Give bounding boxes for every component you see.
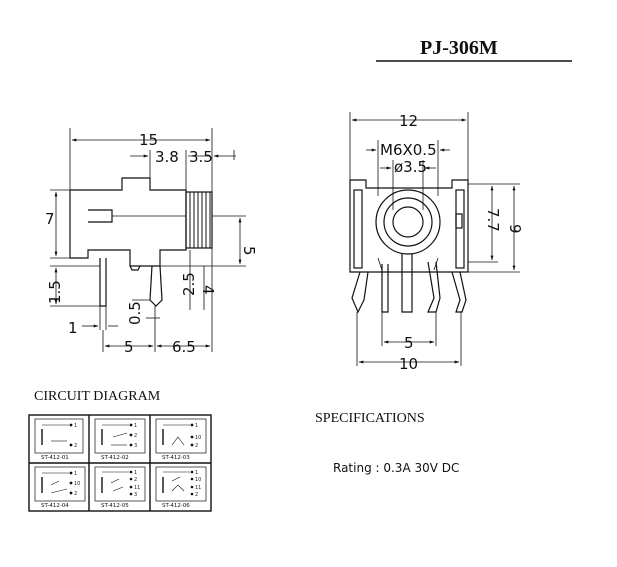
circuit-grid (28, 414, 212, 512)
svg-text:10: 10 (195, 435, 201, 441)
svg-text:1: 1 (195, 470, 198, 476)
front-view-dimension-labels: 12 M6X0.5 ø3.5 7.7 9 5 10 (380, 112, 524, 373)
front-pin-4 (427, 261, 441, 313)
svg-text:11: 11 (134, 485, 140, 491)
dim-2-5: 2.5 (180, 272, 198, 296)
front-body (349, 179, 469, 273)
side-view (69, 177, 213, 307)
circuit-cell-1: 1 2 ST-412-01 (34, 418, 84, 461)
dim-3-8: 3.8 (155, 148, 179, 166)
side-body (69, 177, 187, 267)
bore-circle (392, 206, 424, 238)
dim-1: 1 (68, 319, 78, 337)
front-pin-5 (451, 271, 467, 313)
circuit-cell-4: 1 10 2 ST-412-04 (34, 466, 86, 509)
dim-10: 10 (399, 355, 418, 373)
side-pin-right (149, 265, 163, 307)
thread-lines (189, 192, 211, 248)
circuit-cell-3: 1 10 2 ST-412-03 (155, 418, 207, 461)
circuit-cell-5: 1 2 11 3 ST-412-05 (94, 466, 146, 509)
svg-text:3: 3 (134, 492, 137, 498)
dim-5-right: 5 (240, 246, 258, 256)
dim-3-5: 3.5 (189, 148, 213, 166)
circuit-cell-6: 1 10 11 2 ST-412-06 (155, 466, 207, 509)
dim-7: 7 (45, 210, 55, 228)
dim-7-7: 7.7 (484, 208, 502, 232)
dim-5-front: 5 (404, 334, 414, 352)
dim-pitch-5: 5 (124, 338, 134, 356)
svg-text:1: 1 (74, 471, 77, 477)
circuit-code-2: ST-412-02 (101, 455, 129, 461)
circuit-code-5: ST-412-05 (101, 503, 129, 509)
circuit-code-1: ST-412-01 (41, 455, 69, 461)
svg-text:3: 3 (134, 443, 137, 449)
dim-15: 15 (139, 131, 158, 149)
outer-nut-circle (375, 189, 441, 255)
side-recess (88, 209, 113, 223)
front-side-right (455, 189, 465, 269)
svg-text:2: 2 (195, 492, 198, 498)
dim-9: 9 (506, 224, 524, 234)
svg-text:2: 2 (74, 443, 77, 449)
side-view-dimensions (50, 128, 246, 352)
circuit-cell-2: 1 2 3 ST-412-02 (94, 418, 146, 461)
front-side-left (353, 189, 363, 269)
rating-text: Rating : 0.3A 30V DC (333, 461, 459, 475)
part-title: PJ-306M (420, 37, 498, 59)
side-pin-left (99, 258, 107, 307)
threaded-barrel (185, 191, 213, 249)
svg-text:1: 1 (134, 423, 137, 429)
front-pin-3 (401, 254, 413, 313)
svg-text:10: 10 (74, 481, 80, 487)
thread-circle (383, 197, 433, 247)
specifications-heading: SPECIFICATIONS (315, 411, 425, 426)
front-view (349, 179, 469, 314)
svg-text:2: 2 (195, 443, 198, 449)
side-pin-mid (129, 265, 141, 271)
dim-1-5: 1.5 (46, 280, 64, 304)
dim-bore: ø3.5 (394, 158, 427, 176)
dim-4: 4 (199, 285, 217, 295)
circuit-code-3: ST-412-03 (162, 455, 190, 461)
svg-text:1: 1 (195, 423, 198, 429)
dim-12: 12 (399, 112, 418, 130)
circuit-code-4: ST-412-04 (41, 503, 69, 509)
circuit-code-6: ST-412-06 (162, 503, 190, 509)
svg-text:2: 2 (74, 491, 77, 497)
dim-pitch-6-5: 6.5 (172, 338, 196, 356)
svg-text:10: 10 (195, 477, 201, 483)
side-view-dimension-labels: 15 3.8 3.5 7 5 2.5 4 1.5 1 0.5 5 6.5 (45, 131, 258, 356)
front-view-dimensions (349, 112, 520, 366)
svg-text:11: 11 (195, 485, 201, 491)
svg-text:2: 2 (134, 433, 137, 439)
dim-0-5: 0.5 (126, 301, 144, 325)
front-pin-1 (351, 271, 369, 314)
svg-text:1: 1 (134, 470, 137, 476)
svg-text:1: 1 (74, 423, 77, 429)
svg-text:2: 2 (134, 477, 137, 483)
front-pin-2 (381, 264, 389, 313)
dim-thread: M6X0.5 (380, 141, 437, 159)
front-tab (455, 213, 463, 229)
circuit-diagram-heading: CIRCUIT DIAGRAM (34, 389, 161, 404)
